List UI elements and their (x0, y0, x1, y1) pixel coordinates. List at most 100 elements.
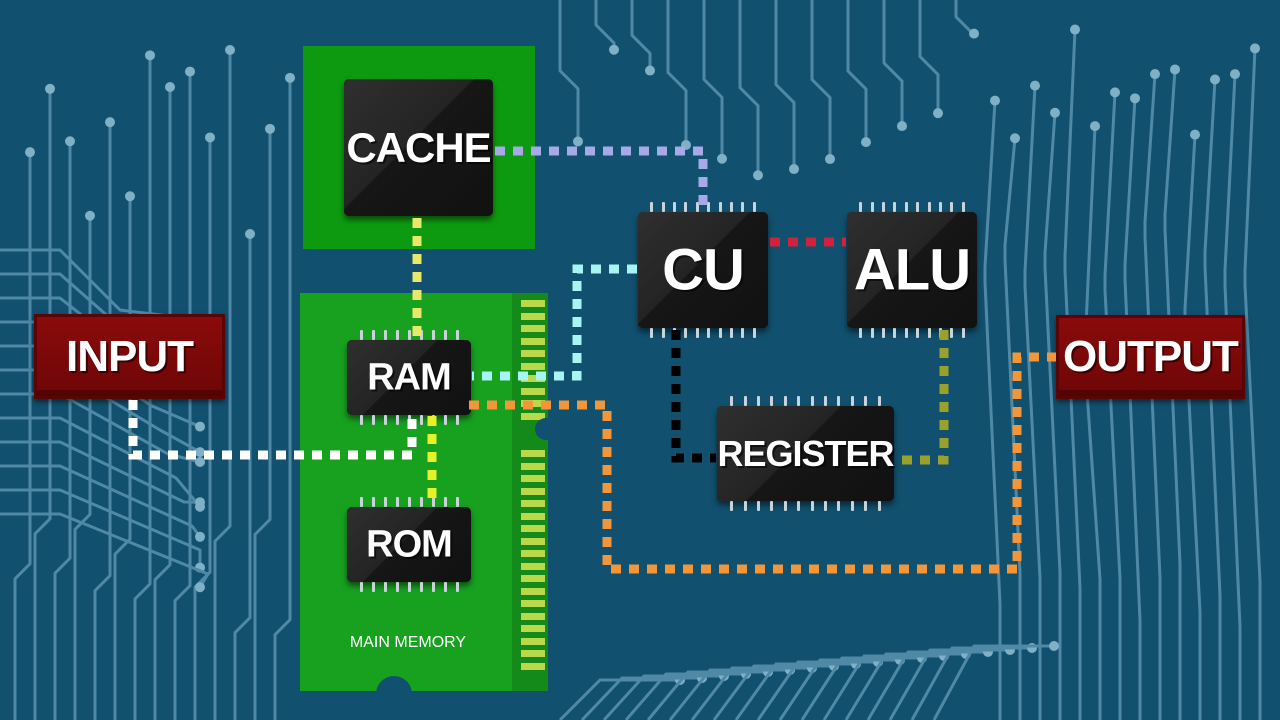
memory-contact-pin (521, 450, 545, 457)
trace-pad (609, 44, 619, 55)
memory-contact-pin (521, 300, 545, 307)
trace-pad (1190, 129, 1200, 140)
trace-pad (1210, 74, 1220, 85)
trace-pad (195, 497, 205, 508)
circuit-trace (1083, 126, 1102, 720)
trace-pad (205, 132, 215, 143)
trace-pad (1110, 87, 1120, 98)
alu-chip: ALU (847, 202, 977, 338)
memory-bottom-notch (376, 676, 412, 696)
memory-contact-pin (521, 350, 545, 357)
output-box: OUTPUT (1056, 315, 1245, 399)
circuit-trace (866, 650, 988, 720)
circuit-trace (1163, 69, 1182, 720)
circuit-trace (580, 676, 702, 720)
circuit-trace (1203, 79, 1222, 720)
trace-pad (573, 136, 583, 147)
circuit-trace (0, 512, 210, 589)
register-chip: REGISTER (717, 396, 895, 511)
circuit-trace (844, 652, 966, 720)
register-label: REGISTER (717, 432, 894, 474)
memory-contact-pin (521, 550, 545, 557)
circuit-trace (1043, 112, 1062, 720)
trace-pad (145, 50, 155, 61)
circuit-trace (1143, 73, 1162, 720)
trace-pad (897, 121, 907, 132)
circuit-trace (888, 648, 1010, 720)
circuit-trace (33, 88, 52, 720)
circuit-trace (594, 0, 616, 50)
circuit-trace (0, 488, 202, 568)
circuit-trace (624, 672, 746, 720)
memory-contact-pin (521, 325, 545, 332)
circuit-trace (1183, 134, 1202, 720)
circuit-trace (253, 128, 272, 720)
circuit-trace (822, 654, 944, 720)
trace-pad (195, 447, 205, 458)
circuit-trace (918, 0, 940, 114)
trace-pad (1030, 80, 1040, 91)
circuit-trace (1223, 74, 1242, 720)
circuit-trace (113, 196, 132, 720)
memory-contact-pin (521, 312, 545, 320)
cu-label: CU (662, 237, 745, 303)
trace-pad (245, 228, 255, 239)
memory-contact-pin (521, 462, 545, 470)
circuit-trace (1003, 138, 1022, 720)
trace-pad (789, 164, 799, 175)
circuit-trace (702, 0, 724, 159)
circuit-trace (153, 87, 172, 720)
circuit-trace (666, 0, 688, 145)
trace-pad (185, 66, 195, 77)
trace-pad (65, 136, 75, 147)
memory-contact-pin (521, 337, 545, 345)
trace-pad (1090, 121, 1100, 132)
trace-pad (225, 45, 235, 56)
memory-contact-pin (521, 400, 545, 407)
trace-pad (681, 139, 691, 150)
circuit-trace (0, 464, 202, 538)
circuit-trace (0, 440, 201, 504)
trace-pad (85, 210, 95, 221)
trace-pad (165, 82, 175, 93)
trace-pad (1150, 69, 1160, 80)
memory-contact-pin (521, 650, 545, 657)
ram-label: RAM (367, 356, 452, 398)
trace-pad (645, 65, 655, 76)
circuit-trace (213, 50, 232, 720)
memory-contact-pin (521, 362, 545, 370)
circuit-trace (882, 0, 904, 127)
rom-label: ROM (366, 523, 453, 565)
trace-pad (990, 95, 1000, 106)
trace-pad (195, 457, 205, 468)
circuit-trace (983, 100, 1002, 720)
memory-contact-pin (521, 612, 545, 620)
trace-pad (195, 531, 205, 542)
trace-pad (105, 117, 115, 128)
circuit-trace (734, 662, 856, 720)
circuit-trace (0, 416, 202, 508)
trace-pad (1170, 64, 1180, 75)
trace-pad (1230, 69, 1240, 80)
main-memory-label: MAIN MEMORY (349, 634, 467, 651)
circuit-trace (646, 670, 768, 720)
trace-pad (1049, 641, 1059, 651)
memory-contact-pin (521, 525, 545, 532)
trace-pad (717, 153, 727, 164)
circuit-trace (846, 0, 868, 143)
circuit-trace (932, 644, 1054, 720)
trace-pad (753, 170, 763, 181)
trace-pad (861, 137, 871, 148)
circuit-trace (668, 668, 790, 720)
circuit-trace (1103, 92, 1122, 720)
trace-pad (265, 123, 275, 134)
memory-contact-pin (521, 625, 545, 632)
circuit-trace (630, 0, 652, 71)
circuit-trace (13, 152, 32, 720)
memory-contacts (518, 300, 548, 680)
output-label: OUTPUT (1063, 332, 1239, 381)
cache-chip: CACHE (344, 79, 493, 216)
circuit-trace (558, 678, 680, 720)
